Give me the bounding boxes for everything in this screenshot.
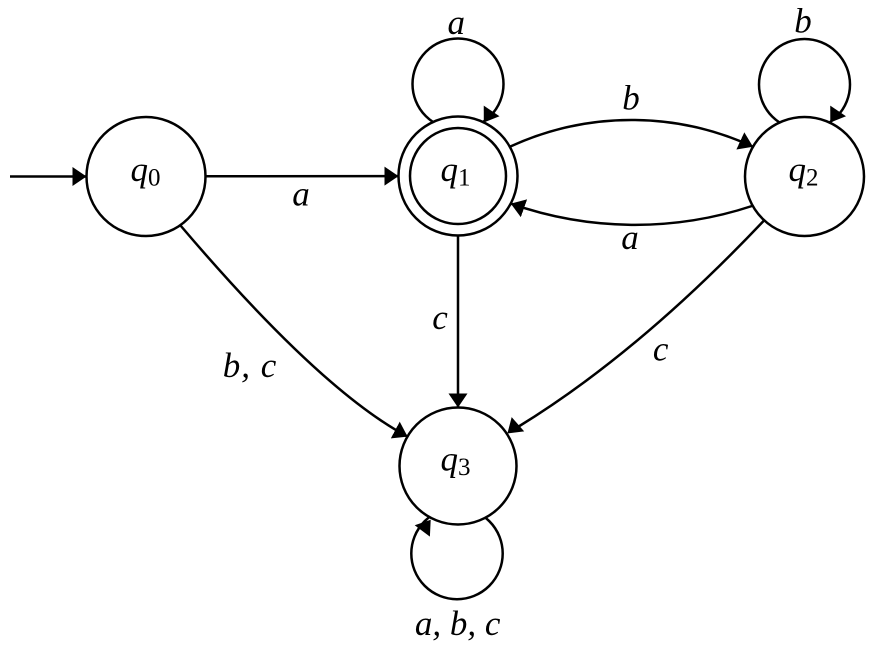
svg-text:c: c — [653, 330, 669, 369]
svg-text:b: b — [794, 2, 812, 41]
svg-text:c: c — [432, 298, 448, 337]
svg-text:q1: q1 — [441, 150, 471, 192]
svg-text:a: a — [292, 175, 310, 214]
svg-text:b, c: b, c — [223, 346, 278, 385]
svg-text:a, b, c: a, b, c — [415, 604, 501, 643]
svg-text:q3: q3 — [441, 439, 471, 481]
svg-text:a: a — [448, 3, 466, 42]
svg-text:a: a — [621, 218, 639, 257]
svg-text:b: b — [622, 79, 640, 118]
